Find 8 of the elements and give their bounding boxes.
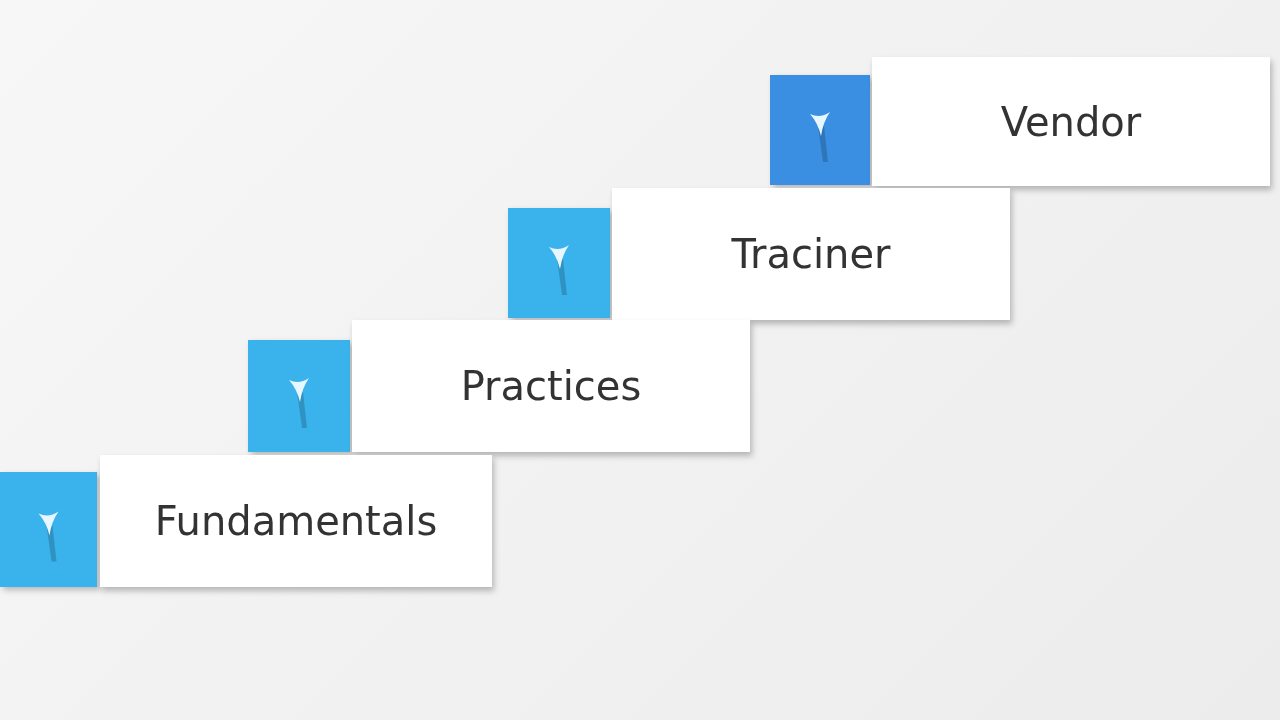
step-label: Traciner [731, 231, 891, 277]
step-label: Fundamentals [154, 498, 438, 544]
step-card [100, 455, 492, 587]
step-card [352, 320, 750, 452]
step-label: Vendor [1000, 98, 1142, 145]
step-card [612, 188, 1010, 320]
step-card [872, 57, 1270, 186]
step-label: Practices [460, 363, 642, 409]
